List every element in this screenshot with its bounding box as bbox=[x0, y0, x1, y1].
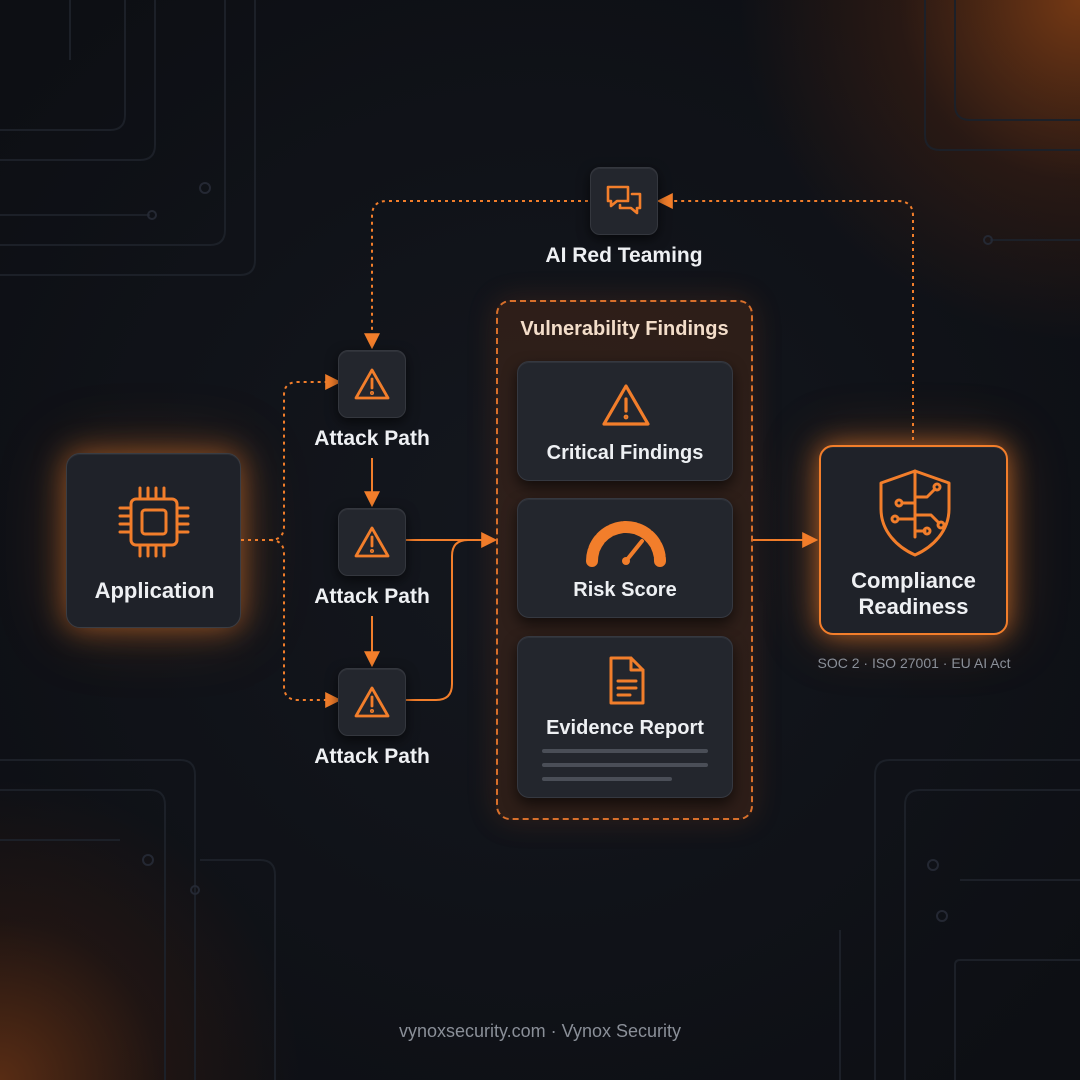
compliance-label-line1: Compliance bbox=[851, 568, 976, 593]
attack-path-to-findings-connector bbox=[406, 539, 494, 701]
report-line bbox=[542, 763, 708, 767]
evidence-report-label: Evidence Report bbox=[546, 717, 704, 739]
application-label: Application bbox=[94, 578, 215, 603]
shield-circuit-icon bbox=[879, 469, 951, 557]
cpu-chip-icon bbox=[118, 486, 190, 558]
app-to-attack-path-connector bbox=[241, 374, 342, 541]
evidence-report-card[interactable]: Evidence Report bbox=[517, 636, 733, 798]
attack-path-label: Attack Path bbox=[314, 745, 430, 768]
compliance-node[interactable]: Compliance Readiness bbox=[819, 445, 1008, 635]
loop-connector-to-attack-path bbox=[364, 200, 588, 350]
warning-icon bbox=[602, 384, 650, 426]
critical-findings-card[interactable]: Critical Findings bbox=[517, 361, 733, 481]
risk-score-label: Risk Score bbox=[573, 579, 677, 601]
risk-score-card[interactable]: Risk Score bbox=[517, 498, 733, 618]
attack-path-label: Attack Path bbox=[314, 427, 430, 450]
attack-path-node[interactable] bbox=[338, 668, 406, 736]
compliance-label-line2: Readiness bbox=[858, 594, 969, 619]
app-to-attack-path-connector bbox=[269, 539, 342, 708]
report-line bbox=[542, 777, 672, 781]
application-node[interactable]: Application bbox=[66, 453, 241, 628]
warning-icon bbox=[354, 368, 390, 400]
compliance-standards: SOC 2 · ISO 27001 · EU AI Act bbox=[817, 655, 1011, 671]
loop-connector-from-compliance bbox=[656, 193, 914, 440]
warning-icon bbox=[354, 686, 390, 718]
warning-icon bbox=[354, 526, 390, 558]
report-line bbox=[542, 749, 708, 753]
attack-path-node[interactable] bbox=[338, 508, 406, 576]
attack-path-label: Attack Path bbox=[314, 585, 430, 608]
critical-findings-label: Critical Findings bbox=[546, 442, 704, 464]
findings-panel-title: Vulnerability Findings bbox=[520, 318, 729, 340]
attack-path-node[interactable] bbox=[338, 350, 406, 418]
red-teaming-node[interactable] bbox=[590, 167, 658, 235]
red-teaming-label: AI Red Teaming bbox=[545, 244, 703, 267]
chat-bubbles-icon bbox=[606, 185, 642, 215]
document-icon bbox=[609, 656, 645, 705]
footer-attribution: vynoxsecurity.com · Vynox Security bbox=[398, 1021, 682, 1041]
gauge-icon bbox=[586, 521, 666, 567]
